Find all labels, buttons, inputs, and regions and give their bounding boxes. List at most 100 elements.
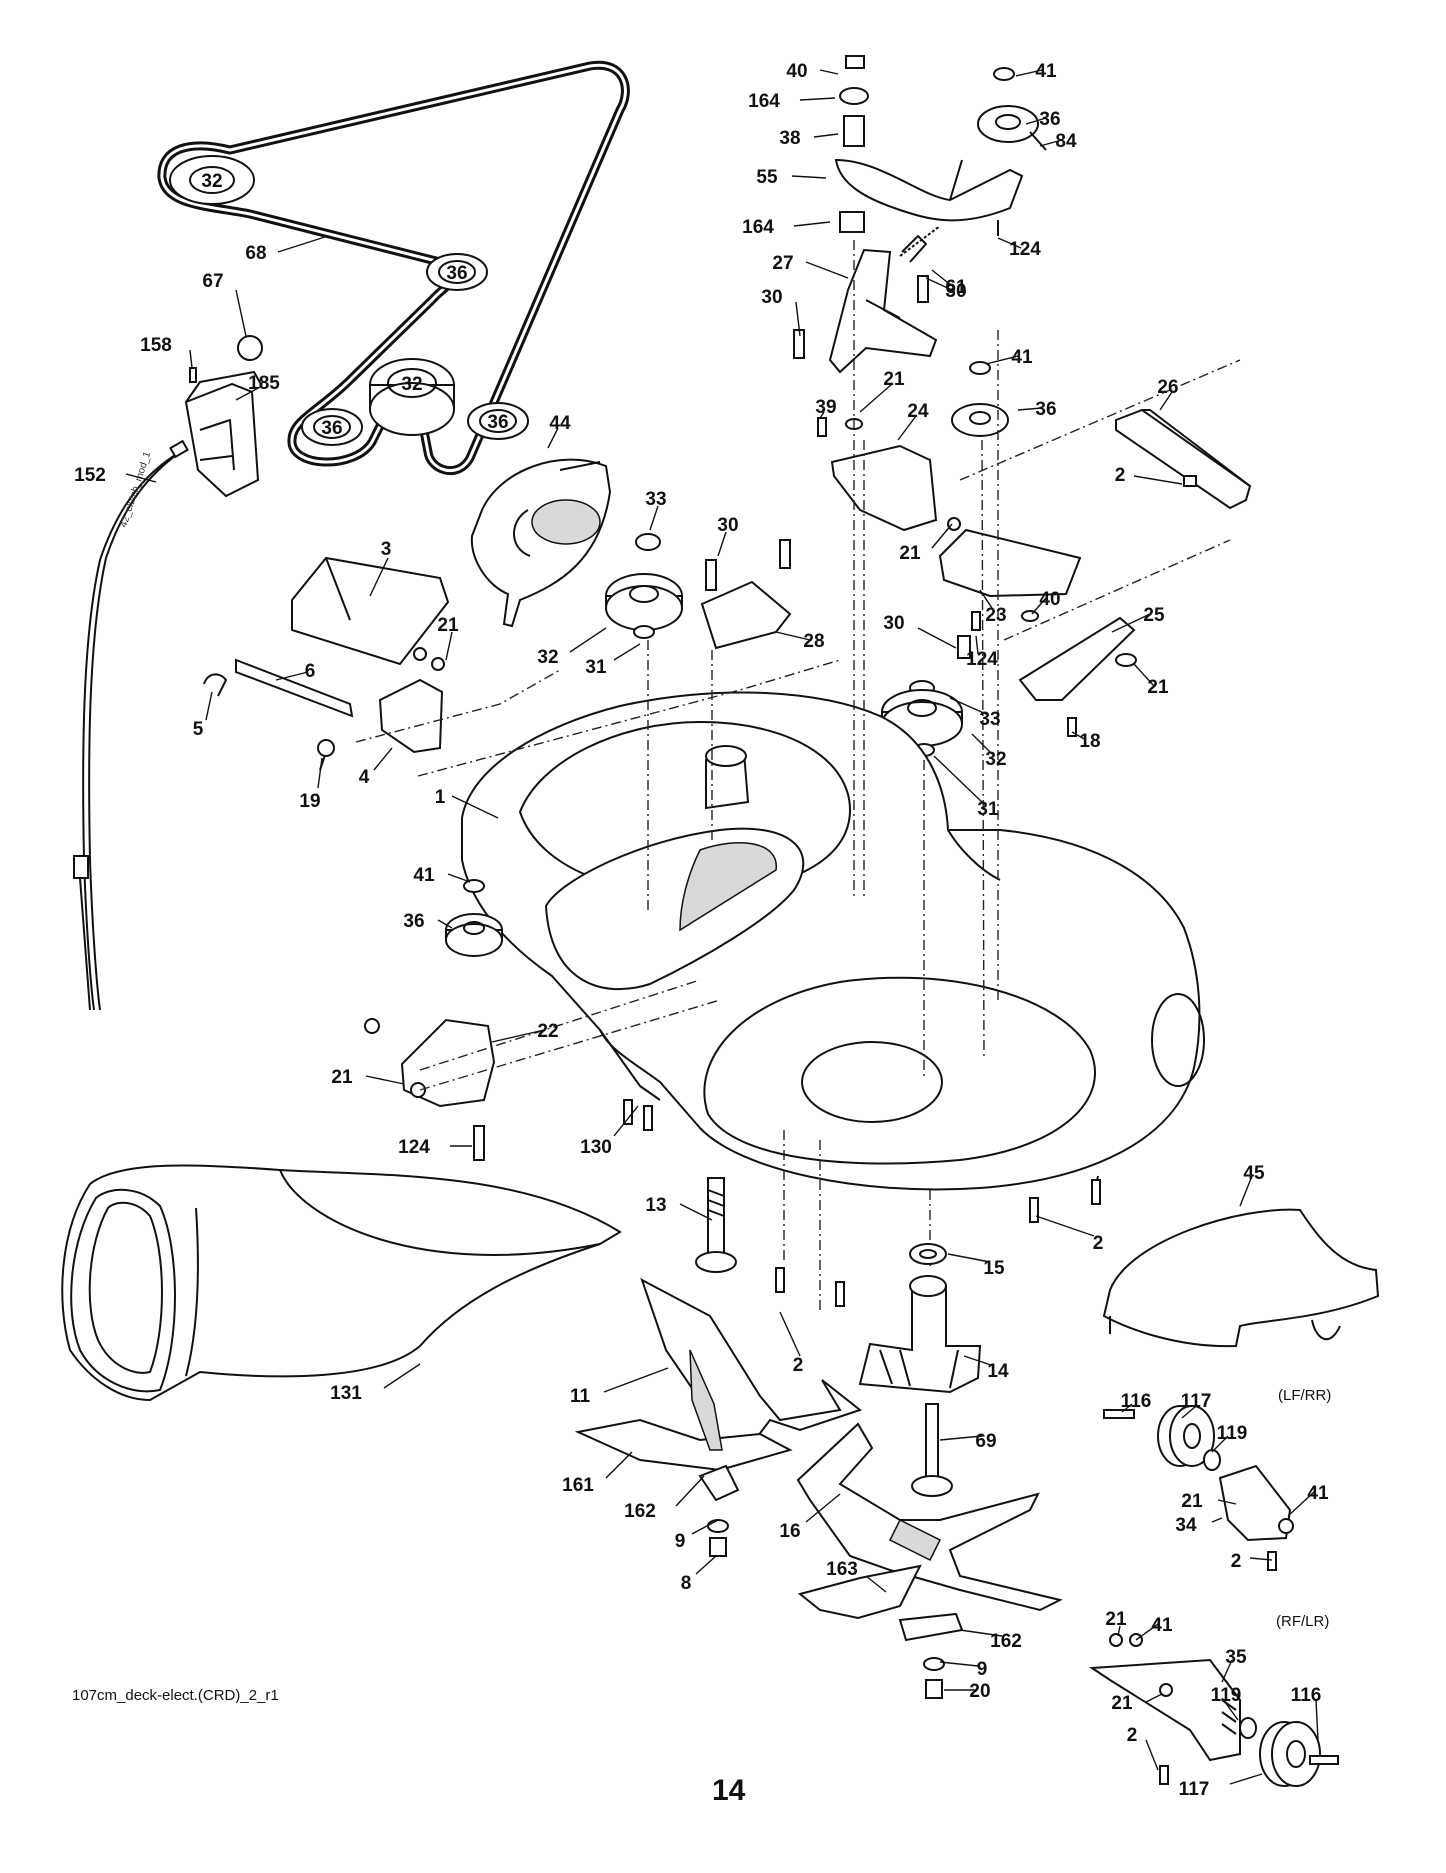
callout-number: 30 xyxy=(761,287,782,308)
callout-leader xyxy=(235,385,263,401)
callout-number: 61 xyxy=(945,277,967,298)
callout-leader xyxy=(1315,1699,1319,1741)
callout-leader xyxy=(959,1629,1003,1637)
callout-leader xyxy=(1211,1435,1229,1453)
callout-leader xyxy=(813,133,839,138)
callout-number: 4 xyxy=(359,767,370,788)
callout-number: 124 xyxy=(398,1137,430,1158)
mower-deck xyxy=(461,691,1205,1197)
callout-number: 152 xyxy=(74,465,106,486)
callout-leader xyxy=(447,873,471,883)
callout-leader xyxy=(931,269,953,287)
callout-number: 11 xyxy=(570,1386,591,1407)
callout-number: 21 xyxy=(883,369,905,390)
callout-number: 124 xyxy=(966,649,998,670)
top-idler-arm-group xyxy=(834,55,1047,236)
callout-leader xyxy=(365,1075,405,1085)
callout-number: 55 xyxy=(756,167,778,188)
callout-leader xyxy=(1217,1499,1237,1505)
callout-number: 162 xyxy=(624,1501,656,1522)
callout-leader xyxy=(1111,613,1151,633)
callout-number: 13 xyxy=(645,1195,666,1216)
callout-number: 16 xyxy=(779,1521,800,1542)
callout-number: 1 xyxy=(435,787,446,808)
callout-leader xyxy=(997,237,1022,249)
callout-leader xyxy=(649,505,659,531)
callout-number: 164 xyxy=(742,217,774,238)
callout-leader xyxy=(779,1311,801,1357)
callout-number: 25 xyxy=(1143,605,1165,626)
callout-number: 2 xyxy=(1231,1551,1242,1572)
callout-leader xyxy=(1211,1517,1223,1523)
callout-leader xyxy=(917,627,957,649)
callout-leader xyxy=(277,235,329,253)
belt-pulley-32-top: 32 xyxy=(201,171,222,192)
callout-leader xyxy=(793,221,831,227)
deck-bolts xyxy=(623,1099,1101,1307)
callout-number: 23 xyxy=(985,605,1006,626)
callout-leader xyxy=(189,349,193,369)
callout-number: 33 xyxy=(979,709,1000,730)
callout-number: 21 xyxy=(899,543,921,564)
callout-leader xyxy=(931,523,953,549)
bracket-26 xyxy=(1115,408,1252,510)
variant-label-rear: (RF/LR) xyxy=(1276,1613,1329,1630)
callout-number: 31 xyxy=(585,657,607,678)
callout-number: 39 xyxy=(815,397,836,418)
callout-number: 40 xyxy=(786,61,807,82)
callout-leader xyxy=(1159,391,1173,411)
callout-leader xyxy=(933,755,985,805)
callout-number: 36 xyxy=(1039,109,1060,130)
callout-leader xyxy=(605,1451,633,1479)
callout-number: 18 xyxy=(1079,731,1100,752)
callout-number: 124 xyxy=(1009,239,1041,260)
callout-number: 21 xyxy=(1111,1693,1133,1714)
callout-number: 21 xyxy=(1147,677,1169,698)
callout-leader xyxy=(1117,1625,1121,1637)
callout-leader xyxy=(939,1435,983,1441)
callout-number: 32 xyxy=(985,749,1006,770)
callout-number: 9 xyxy=(675,1531,686,1552)
callout-leader xyxy=(985,355,1019,365)
callout-leader xyxy=(1181,1405,1197,1419)
callout-leader xyxy=(373,747,393,771)
callout-leader xyxy=(963,1355,995,1367)
callout-leader xyxy=(1135,1623,1159,1641)
callout-number: 158 xyxy=(140,335,172,356)
belt-pulley-36-left: 36 xyxy=(321,418,342,439)
callout-number: 6 xyxy=(305,661,316,682)
left-deck-pulley-bracket xyxy=(364,879,503,1161)
callout-number: 32 xyxy=(537,647,558,668)
callout-leader xyxy=(795,301,801,337)
callout-leader xyxy=(897,415,917,441)
belt-guard xyxy=(470,458,612,628)
callout-number: 35 xyxy=(1225,1647,1247,1668)
callout-number: 185 xyxy=(248,373,280,394)
callout-number: 21 xyxy=(331,1067,353,1088)
callout-number: 8 xyxy=(681,1573,692,1594)
callout-number: 117 xyxy=(1179,1779,1210,1800)
belt-pulley-32-center: 32 xyxy=(401,374,422,395)
callout-number: 116 xyxy=(1121,1391,1152,1412)
callout-leader xyxy=(805,1493,841,1523)
callout-number: 2 xyxy=(793,1355,804,1376)
belt-pulley-36-right: 36 xyxy=(487,412,508,433)
variant-label-front: (LF/RR) xyxy=(1278,1387,1331,1404)
callout-leader xyxy=(925,277,953,291)
callout-leader xyxy=(975,635,979,655)
drive-belt xyxy=(157,60,630,475)
callout-number: 2 xyxy=(1093,1233,1104,1254)
callout-number: 41 xyxy=(1307,1483,1329,1504)
callout-leader xyxy=(859,383,893,413)
callout-number: 27 xyxy=(772,253,793,274)
callout-leader xyxy=(1145,1739,1159,1771)
callout-number: 117 xyxy=(1181,1391,1212,1412)
callout-leader xyxy=(947,1253,991,1263)
callout-leader xyxy=(979,589,993,609)
callout-number: 41 xyxy=(1035,61,1057,82)
callout-leader xyxy=(1025,117,1047,125)
callout-leader xyxy=(569,627,607,653)
callout-leader xyxy=(1239,1175,1253,1207)
